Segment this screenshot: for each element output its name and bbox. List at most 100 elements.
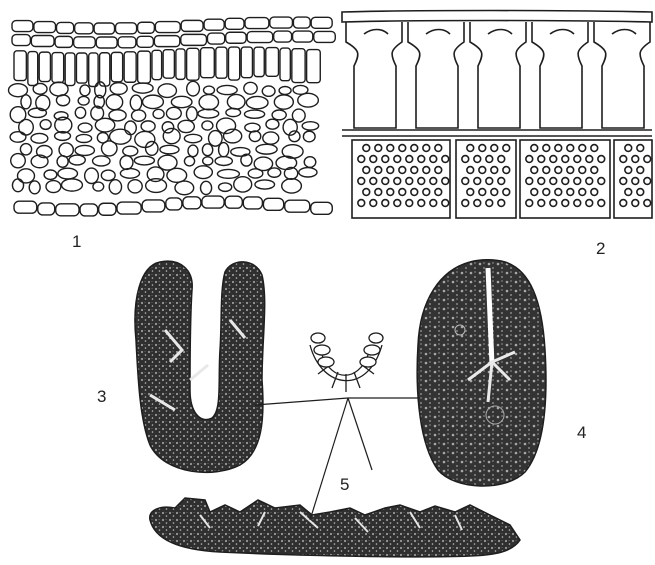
- epidermal-cell: [245, 18, 269, 29]
- granule: [526, 200, 533, 207]
- granule: [591, 167, 598, 174]
- epidermal-cell: [226, 32, 246, 43]
- epidermal-cell: [118, 37, 136, 48]
- granule: [586, 200, 593, 207]
- granule: [574, 156, 581, 163]
- u-shaped-section: [135, 261, 265, 472]
- pointer-to-3: [255, 398, 348, 405]
- granule: [620, 200, 627, 207]
- epidermal-cell: [181, 34, 207, 45]
- granule: [370, 200, 377, 207]
- mesophyll-cell: [146, 179, 167, 193]
- granule: [555, 145, 562, 152]
- mesophyll-cell: [289, 131, 300, 142]
- granule: [462, 156, 469, 163]
- palisade-cell: [307, 50, 321, 83]
- mesophyll-cell: [298, 93, 319, 107]
- palisade-cell: [292, 49, 305, 83]
- granule: [644, 178, 651, 185]
- granule: [370, 178, 377, 185]
- granule: [598, 156, 605, 163]
- mesophyll-cell: [95, 118, 114, 132]
- mesophyll-cell: [272, 110, 286, 120]
- granule: [382, 178, 389, 185]
- mesophyll-cell: [248, 169, 263, 178]
- mesophyll-cell: [29, 181, 40, 194]
- granule: [430, 178, 437, 185]
- mesophyll-cell: [135, 131, 155, 147]
- granule: [382, 200, 389, 207]
- granule: [503, 145, 510, 152]
- mesophyll-cell: [102, 141, 118, 156]
- granule: [387, 189, 394, 196]
- mesophyll-cell: [245, 123, 260, 132]
- granule: [363, 167, 370, 174]
- palisade-cell: [241, 47, 252, 78]
- epidermal-cell: [183, 197, 201, 209]
- palisade-cell: [124, 52, 136, 82]
- granule: [579, 145, 586, 152]
- mesophyll-cell: [109, 180, 121, 194]
- epidermal-cell: [34, 22, 56, 33]
- granule: [625, 189, 632, 196]
- mesophyll-cell: [186, 107, 197, 121]
- palisade-cell: [14, 51, 26, 81]
- cell-lumen: [364, 30, 388, 35]
- granule: [498, 178, 505, 185]
- epidermal-cell: [142, 200, 165, 212]
- granule: [644, 200, 651, 207]
- mesophyll-cell: [153, 109, 164, 118]
- granule: [574, 178, 581, 185]
- cell-lumen: [550, 30, 574, 35]
- mesophyll-cell: [54, 112, 68, 120]
- palisade-cell: [201, 48, 215, 78]
- granule: [503, 167, 510, 174]
- mesophyll-cell: [219, 183, 232, 191]
- mesophyll-cell: [106, 94, 122, 109]
- cell-lumen: [612, 30, 636, 35]
- epidermal-cell: [181, 20, 203, 31]
- mesophyll-cell: [302, 122, 318, 130]
- epidermal-cell: [80, 204, 98, 216]
- granule: [462, 200, 469, 207]
- palisade-cell: [39, 52, 50, 81]
- mesophyll-cell: [175, 181, 194, 195]
- granule: [358, 156, 365, 163]
- granule: [491, 189, 498, 196]
- figure-label-1: 1: [72, 233, 81, 250]
- mesophyll-cell: [262, 86, 275, 96]
- granule: [543, 145, 550, 152]
- granule: [423, 167, 430, 174]
- granule: [486, 178, 493, 185]
- epidermal-cell: [314, 31, 336, 42]
- mesophyll-cell: [128, 180, 142, 193]
- epidermal-cell: [293, 31, 313, 42]
- granule: [370, 156, 377, 163]
- epidermal-cell: [285, 200, 310, 212]
- mesophyll-cell: [279, 86, 291, 94]
- epidermal-cell: [116, 23, 137, 34]
- mesophyll-cell: [188, 145, 198, 157]
- granule: [406, 200, 413, 207]
- epidermal-cell: [56, 204, 79, 216]
- granule: [394, 178, 401, 185]
- epidermal-cell: [99, 203, 116, 215]
- granule: [579, 189, 586, 196]
- epidermal-cell: [31, 35, 54, 46]
- epidermal-cell: [155, 22, 180, 33]
- granule: [574, 200, 581, 207]
- mesophyll-cell: [134, 156, 154, 165]
- granule: [625, 167, 632, 174]
- cuticle-layer: [342, 11, 652, 23]
- mesophyll-cell: [120, 169, 139, 179]
- mesophyll-cell: [268, 168, 281, 177]
- mesophyll-cell: [78, 96, 89, 105]
- oval-section: [417, 260, 546, 486]
- granule: [598, 200, 605, 207]
- mesophyll-cell: [21, 95, 31, 109]
- mesophyll-cell: [226, 108, 241, 116]
- figure-label-4: 4: [577, 424, 586, 441]
- granule: [430, 156, 437, 163]
- mesophyll-cell: [299, 168, 317, 177]
- granule: [555, 167, 562, 174]
